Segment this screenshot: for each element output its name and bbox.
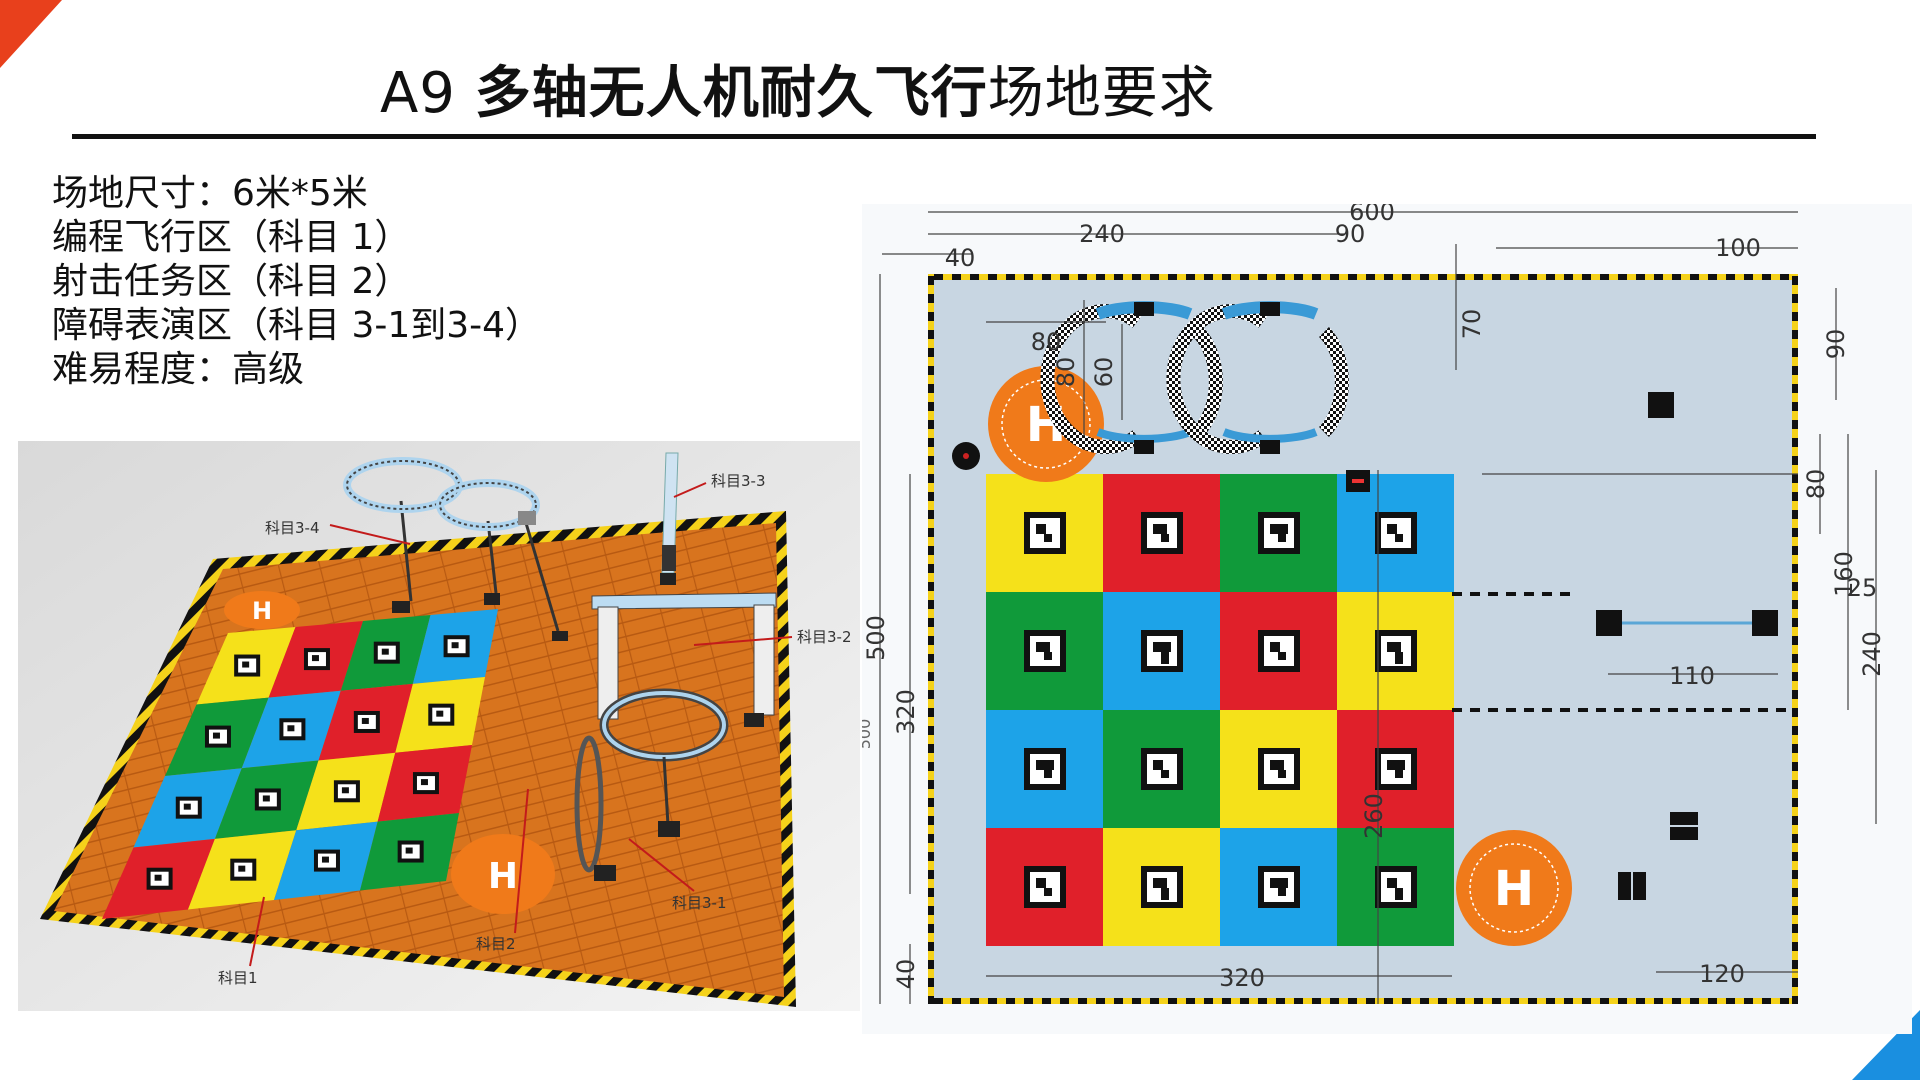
perspective-field-illustration: H H — [18, 441, 860, 1011]
dim-height-500: 500 — [862, 615, 890, 661]
plan-ring-right — [1166, 301, 1349, 454]
dim-width-320: 320 — [1219, 964, 1265, 992]
dim-height-500-faint: 500 — [862, 719, 874, 750]
perspective-ring-right — [436, 479, 540, 605]
dim-height-160: 160 — [1830, 551, 1858, 597]
field-plan-diagram: H H — [862, 204, 1912, 1034]
plan-ring-left — [1040, 301, 1223, 454]
label-subject-3-2: 科目3-2 — [797, 628, 852, 646]
dim-width-25: 25 — [1847, 574, 1878, 602]
dim-height-40: 40 — [892, 959, 920, 990]
dim-ring-60: 60 — [1090, 357, 1118, 388]
dim-height-80: 80 — [1802, 469, 1830, 500]
label-subject-3-1: 科目3-1 — [672, 894, 727, 912]
requirement-subject3: 障碍表演区（科目 3-1到3-4） — [52, 305, 542, 346]
dim-height-90: 90 — [1822, 329, 1850, 360]
plan-pad-start — [988, 366, 1104, 482]
perspective-ring-horizontal — [574, 688, 729, 881]
plan-gate-post-left — [1596, 610, 1622, 636]
dim-width-120: 120 — [1699, 960, 1745, 988]
dim-ring-80: 80 — [1052, 357, 1080, 388]
requirement-size: 场地尺寸：6米*5米 — [52, 173, 368, 214]
plan-pad-end — [1456, 830, 1572, 946]
requirement-subject1: 编程飞行区（科目 1） — [52, 217, 411, 258]
plan-post-flag — [1648, 392, 1674, 418]
perspective-pad-bottom-letter: H — [488, 856, 518, 897]
dim-height-240: 240 — [1858, 631, 1886, 677]
requirements-list: 场地尺寸：6米*5米 编程飞行区（科目 1） 射击任务区（科目 2） 障碍表演区… — [52, 172, 541, 392]
dim-width-240: 240 — [1079, 220, 1125, 248]
dim-height-260: 260 — [1360, 793, 1388, 839]
title-divider — [72, 134, 1816, 139]
dim-height-70: 70 — [1458, 309, 1486, 340]
dim-width-90: 90 — [1335, 220, 1366, 248]
perspective-pad-bottom — [451, 834, 555, 914]
corner-accent-top-left — [0, 0, 62, 68]
dim-width-600: 600 — [1349, 204, 1395, 226]
requirement-difficulty: 难易程度：高级 — [52, 349, 305, 390]
title-prefix: A9 — [380, 61, 475, 126]
label-subject-3-3: 科目3-3 — [711, 472, 766, 490]
dim-width-40: 40 — [945, 244, 976, 272]
dim-width-100: 100 — [1715, 234, 1761, 262]
plan-pad-end-letter: H — [1494, 861, 1534, 917]
perspective-target-pole — [518, 511, 568, 641]
label-subject-1: 科目1 — [218, 969, 258, 987]
page-title: A9 多轴无人机耐久飞行场地要求 — [380, 48, 1216, 129]
label-subject-2: 科目2 — [476, 935, 516, 953]
title-bold: 多轴无人机耐久飞行 — [474, 61, 988, 126]
dim-height-320: 320 — [892, 689, 920, 735]
perspective-pad-top — [224, 591, 300, 629]
requirement-subject2: 射击任务区（科目 2） — [52, 261, 411, 302]
title-suffix: 场地要求 — [987, 61, 1216, 126]
dim-width-110: 110 — [1669, 662, 1715, 690]
perspective-gate — [591, 592, 777, 727]
perspective-pad-top-letter: H — [252, 597, 272, 625]
plan-color-grid — [986, 474, 1454, 946]
label-subject-3-4: 科目3-4 — [265, 519, 320, 537]
perspective-flag — [660, 452, 679, 585]
dim-pad-80: 80 — [1031, 328, 1062, 356]
plan-gate-post-right — [1752, 610, 1778, 636]
perspective-color-grid — [102, 609, 498, 919]
